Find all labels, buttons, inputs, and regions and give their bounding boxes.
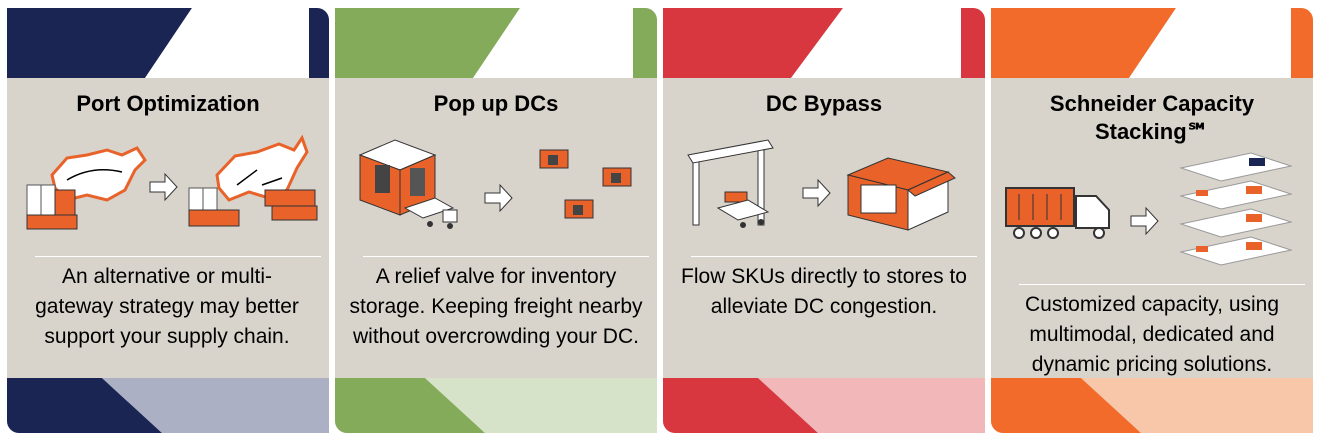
card-dc-bypass: DC Bypass [663, 8, 985, 433]
top-color-band [335, 8, 657, 78]
truck-icon [403, 197, 458, 229]
card-title: DC Bypass [765, 91, 883, 116]
stacked-routes-icon [1179, 152, 1293, 266]
bottom-color-band [335, 378, 657, 433]
truck-icon [716, 199, 770, 228]
bottom-color-band [663, 378, 985, 433]
card-title: Pop up DCs [433, 91, 559, 116]
illustration [991, 148, 1313, 283]
truck-icon [1005, 187, 1110, 239]
arrow-right-icon [149, 172, 178, 202]
illustration [7, 130, 329, 255]
divider [1019, 284, 1305, 285]
store-icon [846, 157, 956, 231]
top-color-band [991, 8, 1313, 78]
divider [35, 256, 321, 257]
card-description: Flow SKUs directly to stores to alleviat… [681, 265, 967, 318]
divider [363, 256, 649, 257]
card-description: Customized capacity, using multimodal, d… [1024, 293, 1280, 376]
bottom-color-band [7, 378, 329, 433]
illustration [335, 130, 657, 255]
card-pop-up-dcs: Pop up DCs [335, 8, 657, 433]
warehouse-icon [539, 149, 632, 219]
card-description: An alternative or multi-gateway strategy… [35, 265, 299, 348]
container-stack-icon [188, 187, 318, 227]
divider [691, 256, 977, 257]
container-stack-icon [26, 184, 78, 230]
crane-icon [687, 139, 774, 226]
illustration [663, 130, 985, 255]
us-map-icon [215, 134, 309, 202]
top-color-band [663, 8, 985, 78]
card-title: Port Optimization [76, 91, 260, 116]
arrow-right-icon [802, 178, 831, 208]
card-capacity-stacking: Schneider Capacity Stacking℠ [991, 8, 1313, 433]
card-description: A relief valve for inventory storage. Ke… [349, 265, 643, 348]
warehouse-icon [358, 139, 437, 216]
arrow-right-icon [1130, 206, 1159, 236]
top-color-band [7, 8, 329, 78]
bottom-color-band [991, 378, 1313, 433]
card-port-optimization: Port Optimization [7, 8, 329, 433]
card-title: Schneider Capacity Stacking℠ [1049, 91, 1255, 144]
arrow-right-icon [484, 183, 513, 213]
